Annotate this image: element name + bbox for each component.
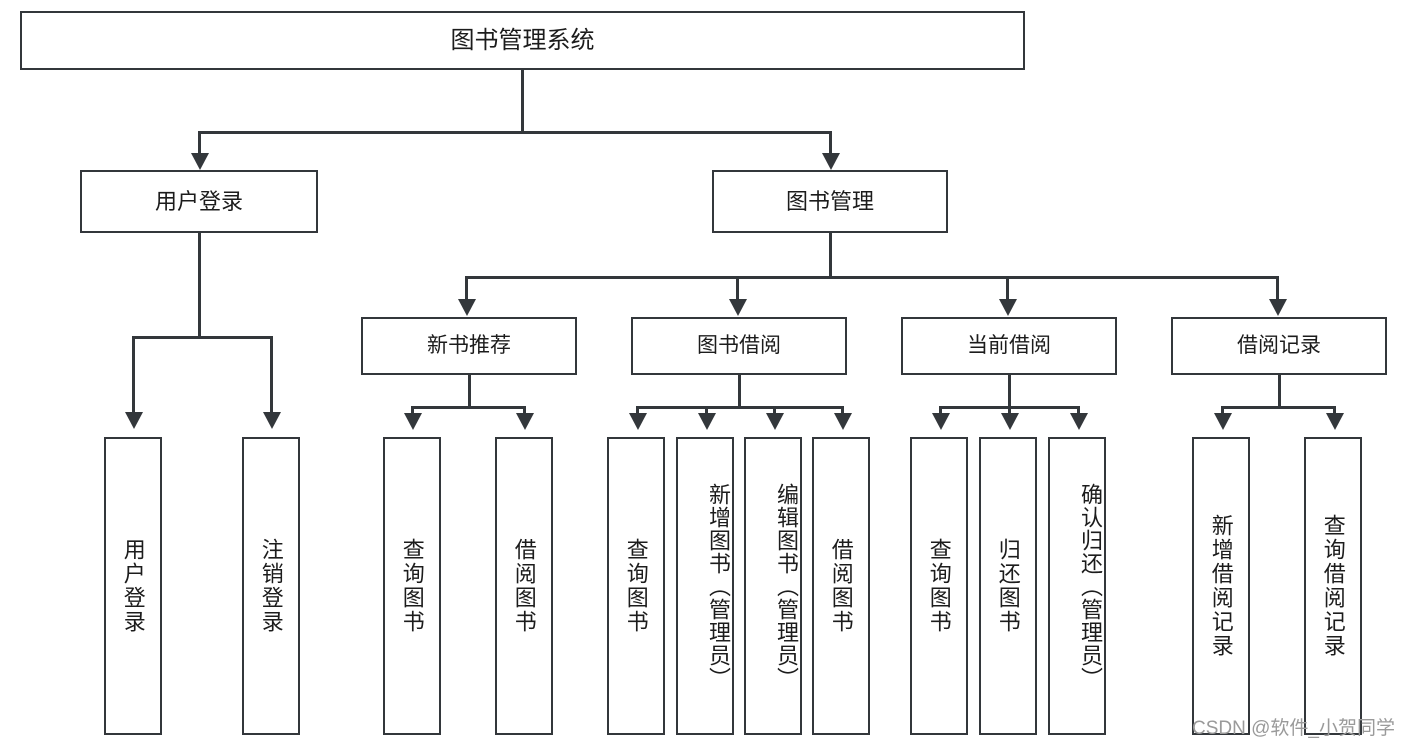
node-label: 确认归还（管理员） bbox=[1078, 482, 1103, 690]
arrowhead-current-borrow-leaf-1 bbox=[932, 413, 950, 430]
leaf-user-login-login[interactable]: 用户登录 bbox=[104, 437, 162, 735]
leaf-book-borrow-query-book[interactable]: 查询图书 bbox=[607, 437, 665, 735]
node-label: 注销登录 bbox=[258, 538, 284, 634]
connector-book-borrow-to-leaf-1 bbox=[636, 406, 639, 418]
connector-current-borrow-stem bbox=[1008, 375, 1011, 408]
connector-current-borrow-to-leaf-3 bbox=[1077, 406, 1080, 418]
connector-root-stem bbox=[521, 70, 524, 133]
connector-root-bus bbox=[199, 131, 831, 134]
node-label: 用户登录 bbox=[120, 538, 146, 634]
leaf-current-borrow-return-book[interactable]: 归还图书 bbox=[979, 437, 1037, 735]
node-label: 图书管理系统 bbox=[450, 26, 595, 54]
node-label: 用户登录 bbox=[154, 188, 243, 214]
connector-bm-to-new-book bbox=[465, 276, 468, 304]
node-label: 查询借阅记录 bbox=[1320, 514, 1346, 658]
arrowhead-root-to-book-management bbox=[822, 153, 840, 170]
connector-current-borrow-to-leaf-2 bbox=[1008, 406, 1011, 418]
connector-user-login-to-leaf-1 bbox=[132, 336, 135, 417]
connector-borrow-record-stem bbox=[1278, 375, 1281, 408]
connector-new-book-to-leaf-2 bbox=[523, 406, 526, 418]
connector-user-login-stem bbox=[198, 233, 201, 338]
arrowhead-bm-book-borrow bbox=[729, 299, 747, 316]
node-new-book-recommend[interactable]: 新书推荐 bbox=[361, 317, 577, 375]
leaf-book-borrow-add-book-admin[interactable]: 新增图书（管理员） bbox=[676, 437, 734, 735]
node-current-borrow[interactable]: 当前借阅 bbox=[901, 317, 1117, 375]
arrowhead-new-book-leaf-1 bbox=[404, 413, 422, 430]
arrowhead-book-borrow-leaf-3 bbox=[766, 413, 784, 430]
connector-book-borrow-to-leaf-3 bbox=[773, 406, 776, 418]
node-user-login[interactable]: 用户登录 bbox=[80, 170, 318, 233]
node-book-management[interactable]: 图书管理 bbox=[712, 170, 948, 233]
node-label: 查询图书 bbox=[926, 538, 952, 634]
connector-book-borrow-bus bbox=[637, 406, 843, 409]
node-root-book-management-system[interactable]: 图书管理系统 bbox=[20, 11, 1025, 70]
connector-new-book-bus bbox=[412, 406, 526, 409]
connector-borrow-record-bus bbox=[1222, 406, 1336, 409]
connector-user-login-bus bbox=[133, 336, 273, 339]
arrowhead-bm-new-book bbox=[458, 299, 476, 316]
leaf-current-borrow-query-book[interactable]: 查询图书 bbox=[910, 437, 968, 735]
arrowhead-book-borrow-leaf-2 bbox=[698, 413, 716, 430]
connector-bm-to-current-borrow bbox=[1006, 276, 1009, 304]
connector-borrow-record-to-leaf-1 bbox=[1221, 406, 1224, 418]
connector-bm-to-borrow-record bbox=[1276, 276, 1279, 304]
node-label: 当前借阅 bbox=[967, 333, 1051, 357]
node-label: 借阅图书 bbox=[828, 538, 854, 634]
node-label: 新书推荐 bbox=[427, 333, 511, 357]
arrowhead-new-book-leaf-2 bbox=[516, 413, 534, 430]
arrowhead-bm-current-borrow bbox=[999, 299, 1017, 316]
connector-root-to-user-login bbox=[198, 131, 201, 158]
connector-new-book-stem bbox=[468, 375, 471, 408]
connector-borrow-record-to-leaf-2 bbox=[1333, 406, 1336, 418]
node-label: 图书借阅 bbox=[697, 333, 781, 357]
connector-new-book-to-leaf-1 bbox=[411, 406, 414, 418]
arrowhead-current-borrow-leaf-2 bbox=[1001, 413, 1019, 430]
connector-current-borrow-to-leaf-1 bbox=[939, 406, 942, 418]
arrowhead-user-login-leaf-2 bbox=[263, 412, 281, 429]
arrowhead-book-borrow-leaf-4 bbox=[834, 413, 852, 430]
node-label: 图书管理 bbox=[785, 188, 874, 214]
arrowhead-user-login-leaf-1 bbox=[125, 412, 143, 429]
node-label: 归还图书 bbox=[995, 538, 1021, 634]
leaf-new-book-borrow-book[interactable]: 借阅图书 bbox=[495, 437, 553, 735]
node-label: 查询图书 bbox=[399, 538, 425, 634]
leaf-book-borrow-borrow-book[interactable]: 借阅图书 bbox=[812, 437, 870, 735]
node-book-borrow[interactable]: 图书借阅 bbox=[631, 317, 847, 375]
arrowhead-borrow-record-leaf-2 bbox=[1326, 413, 1344, 430]
arrowhead-book-borrow-leaf-1 bbox=[629, 413, 647, 430]
leaf-borrow-record-query-record[interactable]: 查询借阅记录 bbox=[1304, 437, 1362, 735]
connector-user-login-to-leaf-2 bbox=[270, 336, 273, 417]
arrowhead-bm-borrow-record bbox=[1269, 299, 1287, 316]
leaf-book-borrow-edit-book-admin[interactable]: 编辑图书（管理员） bbox=[744, 437, 802, 735]
leaf-current-borrow-confirm-return-admin[interactable]: 确认归还（管理员） bbox=[1048, 437, 1106, 735]
arrowhead-root-to-user-login bbox=[191, 153, 209, 170]
leaf-user-login-logout[interactable]: 注销登录 bbox=[242, 437, 300, 735]
node-label: 查询图书 bbox=[623, 538, 649, 634]
connector-book-borrow-stem bbox=[738, 375, 741, 408]
arrowhead-borrow-record-leaf-1 bbox=[1214, 413, 1232, 430]
connector-bm-to-book-borrow bbox=[736, 276, 739, 304]
node-label: 借阅图书 bbox=[511, 538, 537, 634]
leaf-new-book-query-book[interactable]: 查询图书 bbox=[383, 437, 441, 735]
connector-book-management-stem bbox=[829, 233, 832, 278]
node-label: 编辑图书（管理员） bbox=[774, 482, 799, 690]
node-label: 新增图书（管理员） bbox=[706, 482, 731, 690]
connector-root-to-book-management bbox=[829, 131, 832, 158]
node-borrow-record[interactable]: 借阅记录 bbox=[1171, 317, 1387, 375]
node-label: 新增借阅记录 bbox=[1208, 514, 1234, 658]
arrowhead-current-borrow-leaf-3 bbox=[1070, 413, 1088, 430]
node-label: 借阅记录 bbox=[1237, 333, 1321, 357]
connector-book-borrow-to-leaf-4 bbox=[841, 406, 844, 418]
connector-book-borrow-to-leaf-2 bbox=[705, 406, 708, 418]
leaf-borrow-record-add-record[interactable]: 新增借阅记录 bbox=[1192, 437, 1250, 735]
connector-book-management-bus bbox=[466, 276, 1279, 279]
